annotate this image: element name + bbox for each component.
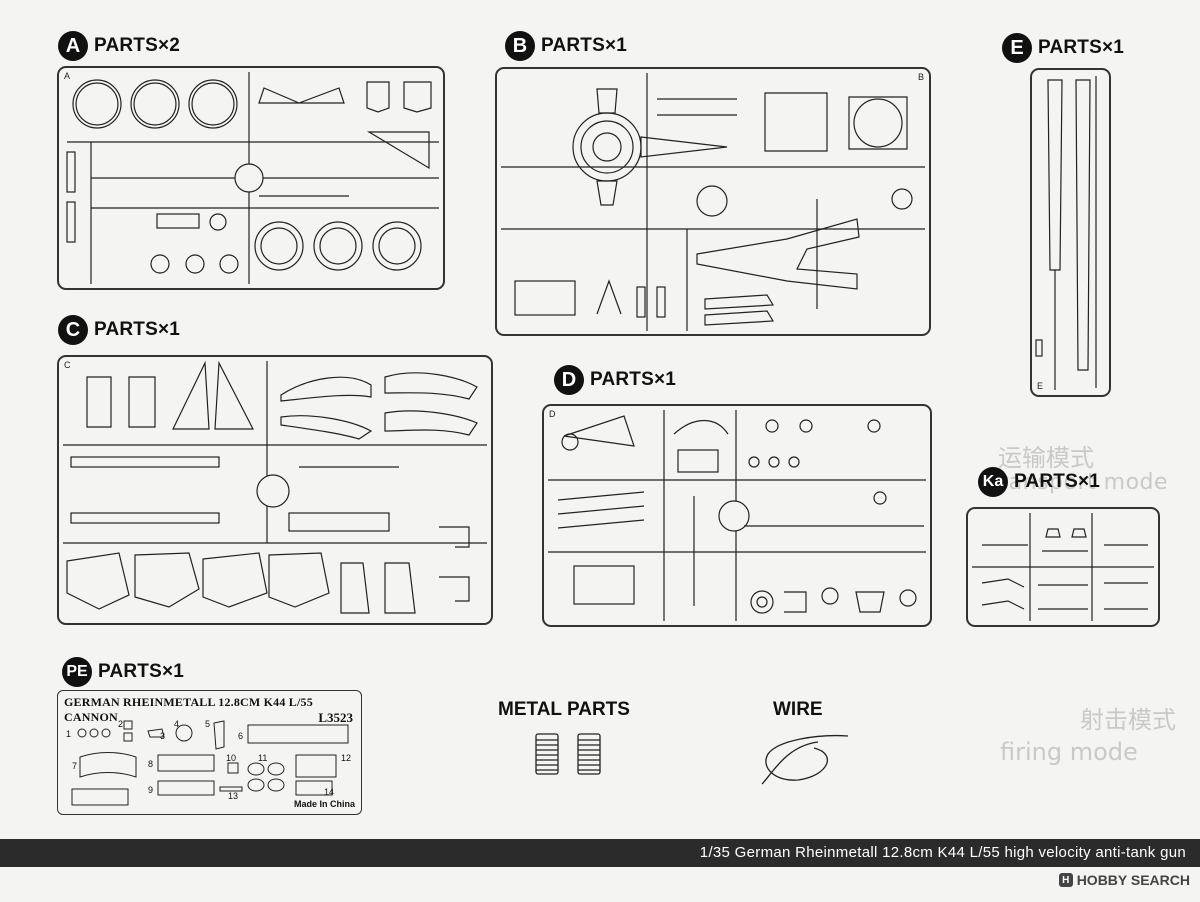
sprue-d-heading: D PARTS×1: [554, 365, 676, 395]
sprue-e-drawing: [1035, 76, 1097, 390]
bg-text-cn-1: 运输模式: [998, 444, 1094, 472]
pe-part-number: 1: [66, 729, 72, 739]
pe-badge: PE: [62, 657, 92, 687]
watermark: H HOBBY SEARCH: [1058, 872, 1190, 888]
sprue-a-badge: A: [58, 31, 88, 61]
sprue-d-frame: D: [542, 404, 932, 627]
sprue-d-drawing: [548, 410, 926, 621]
sprue-c-drawing: [63, 360, 487, 614]
pe-part-number: 13: [228, 791, 239, 801]
sprue-d-quantity: PARTS×1: [590, 369, 677, 390]
sprue-ka-drawing: [972, 513, 1154, 621]
sprue-a-frame: A: [57, 66, 445, 290]
pe-quantity: PARTS×1: [98, 661, 185, 682]
watermark-logo-icon: H: [1058, 873, 1073, 887]
pe-part-number: 12: [341, 753, 352, 763]
sprue-c-frame: C: [57, 355, 493, 625]
sprue-c-quantity: PARTS×1: [94, 319, 181, 340]
sprue-d-badge: D: [554, 365, 584, 395]
sprue-ka-frame: [966, 507, 1160, 627]
sprue-b-frame: B: [495, 67, 931, 336]
sprue-a-quantity: PARTS×2: [94, 35, 181, 56]
sprue-c-corner-letter: C: [64, 360, 71, 370]
wire-drawing: [761, 734, 849, 785]
sprue-d-corner-letter: D: [549, 409, 556, 419]
pe-sheet-code: L3523: [318, 710, 353, 725]
sprue-e-frame: E: [1030, 68, 1111, 397]
pe-part-number: 11: [258, 753, 268, 763]
sprue-ka-quantity: PARTS×1: [1014, 471, 1101, 492]
sprue-b-heading: B PARTS×1: [505, 31, 627, 61]
sprue-e-badge: E: [1002, 33, 1032, 63]
springs-drawing: [535, 733, 601, 775]
metal-parts-label: METAL PARTS: [498, 699, 630, 720]
pe-heading: PE PARTS×1: [62, 657, 184, 687]
sprue-b-corner-letter: B: [917, 72, 924, 82]
sprue-a-corner-letter: A: [64, 71, 71, 81]
sprue-a-heading: A PARTS×2: [58, 31, 180, 61]
sprue-a-drawing: [66, 72, 439, 284]
pe-part-number: 10: [226, 753, 237, 763]
sprue-e-quantity: PARTS×1: [1038, 37, 1125, 58]
pe-sheet-title: GERMAN RHEINMETALL 12.8CM K44 L/55 CANNO…: [64, 695, 313, 724]
pe-part-number: 7: [72, 761, 78, 771]
pe-part-number: 9: [148, 785, 154, 795]
bg-text-en-1: transport mode: [990, 470, 1169, 495]
wire-label: WIRE: [773, 699, 823, 720]
sprue-b-badge: B: [505, 31, 535, 61]
sprue-c-badge: C: [58, 315, 88, 345]
pe-part-number: 3: [160, 731, 166, 741]
pe-part-number: 8: [148, 759, 154, 769]
footer-bar: 1/35 German Rheinmetall 12.8cm K44 L/55 …: [0, 839, 1200, 867]
sprue-e-corner-letter: E: [1037, 381, 1044, 391]
sprue-ka-badge: Ka: [978, 467, 1008, 497]
pe-sheet-frame: GERMAN RHEINMETALL 12.8CM K44 L/55 CANNO…: [57, 690, 362, 815]
bg-text-en-2: firing mode: [1000, 738, 1138, 766]
sprue-b-quantity: PARTS×1: [541, 35, 628, 56]
pe-part-number: 2: [118, 719, 124, 729]
watermark-text: HOBBY SEARCH: [1076, 872, 1190, 888]
sprue-ka-heading: Ka PARTS×1: [978, 467, 1100, 497]
pe-part-number: 14: [324, 787, 335, 797]
bg-text-cn-2: 射击模式: [1080, 706, 1176, 734]
pe-made-in: Made In China: [294, 799, 356, 809]
footer-title: 1/35 German Rheinmetall 12.8cm K44 L/55 …: [699, 844, 1186, 861]
sprue-c-heading: C PARTS×1: [58, 315, 180, 345]
sprue-b-drawing: [501, 73, 925, 331]
pe-sheet-drawing: [71, 720, 349, 806]
pe-part-number: 4: [174, 719, 180, 729]
pe-part-number: 5: [205, 719, 211, 729]
pe-part-number: 6: [238, 731, 244, 741]
sprue-e-heading: E PARTS×1: [1002, 33, 1124, 63]
